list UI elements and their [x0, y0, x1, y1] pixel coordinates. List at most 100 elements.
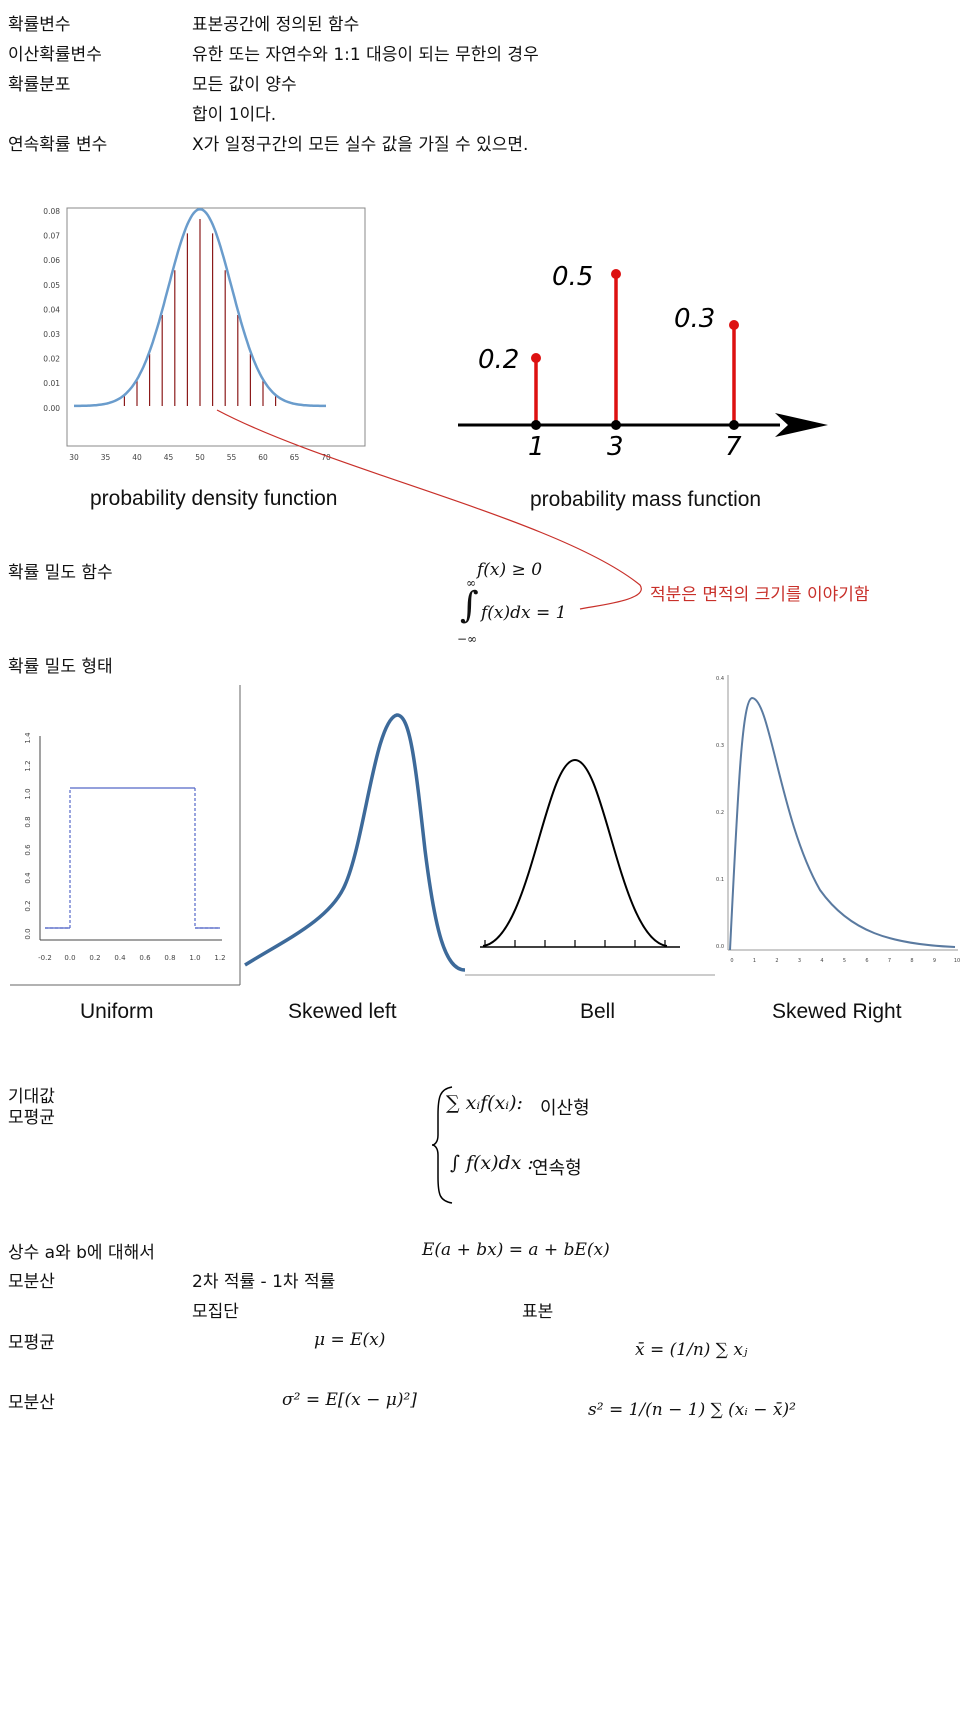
integral-lower: −∞	[457, 632, 478, 646]
skewed-right-x-tick: 3	[798, 958, 801, 964]
desc-continuous-random-variable: X가 일정구간의 모든 실수 값을 가질 수 있으면.	[192, 135, 529, 155]
uniform-x-tick: 0.4	[114, 954, 126, 962]
pdf-y-ticks: 0.080.070.060.050.040.030.020.010.00	[43, 207, 60, 413]
skewed-right-y-tick: 0.1	[716, 877, 724, 883]
linearity-formula: E(a + bx) = a + bE(x)	[422, 1240, 610, 1260]
expectation-brace	[431, 1086, 453, 1204]
pmf-value-label: 0.5	[552, 262, 593, 292]
uniform-y-tick: 1.2	[24, 760, 32, 771]
pdf-y-tick: 0.02	[43, 355, 60, 364]
uniform-y-tick: 0.6	[24, 844, 32, 856]
shapes-figure: 1.4 1.2 1.0 0.8 0.6 0.4 0.2 0.0 -0.2 0.0 0.2 0.4 0.…	[10, 675, 960, 986]
expectation-discrete-label: 이산형	[540, 1098, 590, 1119]
skewed-right-y-tick: 0.2	[716, 810, 724, 816]
col-population: 모집단	[192, 1302, 239, 1322]
uniform-density-line	[45, 787, 220, 929]
integral-annotation: 적분은 면적의 크기를 이야기함	[650, 585, 870, 605]
pdf-y-tick: 0.06	[43, 256, 60, 265]
desc-discrete-random-variable: 유한 또는 자연수와 1:1 대응이 되는 무한의 경우	[192, 45, 539, 65]
uniform-y-tick: 1.4	[24, 732, 32, 744]
expectation-label: 기대값	[8, 1087, 55, 1107]
skewed-right-x-tick: 2	[775, 958, 778, 964]
uniform-x-tick: 0.2	[89, 954, 100, 962]
skewed-right-x-tick: 10	[954, 958, 960, 964]
pmf-x-label: 1	[528, 432, 545, 462]
uniform-y-tick: 0.0	[24, 928, 32, 939]
caption-uniform: Uniform	[80, 1000, 154, 1023]
col-sample: 표본	[522, 1302, 554, 1322]
desc-random-variable: 표본공간에 정의된 함수	[192, 15, 360, 35]
population-mean-formula: μ = E(x)	[314, 1330, 386, 1350]
term-continuous-random-variable: 연속확률 변수	[8, 135, 108, 155]
uniform-x-tick: 0.6	[139, 954, 151, 962]
constants-label: 상수 a와 b에 대해서	[8, 1243, 155, 1263]
term-random-variable: 확률변수	[8, 15, 71, 35]
uniform-y-tick: 0.8	[24, 816, 32, 827]
skewed-right-x-tick: 4	[820, 958, 823, 964]
uniform-y-tick: 0.4	[24, 872, 32, 884]
pmf-figure: 0.2 0.5 0.3 1 3 7	[458, 262, 828, 462]
skewed-right-y-tick: 0.4	[716, 676, 724, 682]
desc-probability-distribution-sum: 합이 1이다.	[192, 105, 277, 125]
desc-probability-distribution: 모든 값이 양수	[192, 75, 297, 95]
pdf-x-tick: 30	[69, 453, 79, 460]
skewed-right-x-tick: 5	[843, 958, 846, 964]
variance-desc: 2차 적률 - 1차 적률	[192, 1272, 336, 1292]
bell-plot	[465, 758, 715, 976]
pdf-curve	[74, 207, 326, 408]
caption-skewed-left: Skewed left	[288, 1000, 397, 1023]
skewed-right-x-tick: 7	[888, 958, 891, 964]
pdf-x-tick: 35	[101, 453, 111, 460]
pmf-value-label: 0.3	[674, 304, 715, 334]
pdf-x-tick: 45	[164, 453, 174, 460]
density-condition-2: f(x)dx = 1	[481, 603, 567, 623]
pmf-point	[611, 269, 621, 279]
pdf-x-tick: 40	[132, 453, 142, 460]
shapes-label: 확률 밀도 형태	[8, 657, 113, 677]
pdf-y-tick: 0.08	[43, 207, 60, 216]
expectation-continuous: ∫ f(x)dx :	[450, 1152, 534, 1174]
pmf-axis-point	[611, 420, 621, 430]
uniform-x-tick: 1.0	[189, 954, 200, 962]
bell-curve	[482, 758, 668, 947]
pdf-y-tick: 0.00	[43, 404, 60, 413]
term-probability-distribution: 확률분포	[8, 75, 71, 95]
skewed-right-y-tick: 0.3	[716, 743, 724, 749]
skewed-right-x-tick: 9	[933, 958, 936, 964]
skewed-right-y-tick: 0.0	[716, 944, 724, 950]
density-condition-1: f(x) ≥ 0	[477, 560, 543, 580]
pmf-point	[531, 353, 541, 363]
caption-skewed-right: Skewed Right	[772, 1000, 902, 1023]
annotation-connector	[216, 409, 642, 610]
pdf-y-tick: 0.05	[43, 281, 60, 290]
uniform-y-tick: 0.2	[24, 900, 32, 911]
variance-label: 모분산	[8, 1272, 55, 1292]
skewed-right-curve	[729, 696, 956, 951]
population-variance-formula: σ² = E[(x − μ)²]	[282, 1390, 417, 1410]
integral-upper: ∞	[466, 576, 476, 590]
pmf-x-label: 3	[607, 432, 624, 462]
skewed-right-x-tick: 1	[753, 958, 756, 964]
pmf-axis-point	[531, 420, 541, 430]
uniform-x-tick: -0.2	[38, 954, 52, 962]
skewed-right-x-tick: 8	[910, 958, 913, 964]
pdf-frame	[66, 207, 366, 447]
uniform-jumps	[45, 788, 220, 929]
caption-bell: Bell	[580, 1000, 616, 1023]
pmf-x-label: 7	[725, 432, 742, 462]
pdf-x-tick: 60	[258, 453, 268, 460]
row-variance-label: 모분산	[8, 1393, 55, 1413]
pdf-y-tick: 0.01	[43, 379, 60, 388]
uniform-x-tick: 0.0	[64, 954, 75, 962]
uniform-x-tick: 1.2	[214, 954, 225, 962]
sample-mean-formula: x̄ = (1/n) ∑ xⱼ	[635, 1340, 748, 1360]
pdf-x-tick: 65	[290, 453, 300, 460]
pmf-axis-point	[729, 420, 739, 430]
term-discrete-random-variable: 이산확률변수	[8, 45, 102, 65]
density-label: 확률 밀도 함수	[8, 563, 113, 583]
integral-sign: ∫	[460, 585, 479, 626]
pdf-caption: probability density function	[90, 487, 338, 510]
pmf-arrow-icon	[775, 413, 828, 437]
